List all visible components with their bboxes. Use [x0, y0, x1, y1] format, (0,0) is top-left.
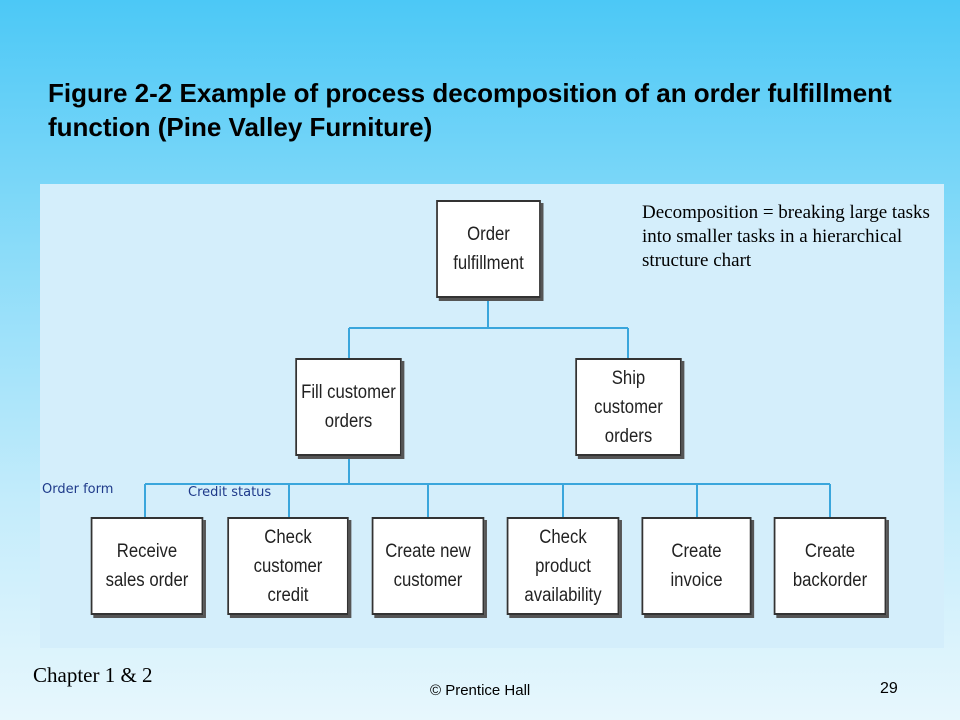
- box-fill-customer-orders: Fill customer orders: [295, 358, 402, 456]
- box-order-fulfillment: Order fulfillment: [436, 200, 541, 298]
- page-number: 29: [880, 680, 898, 697]
- box-order-fulfillment-label: Order fulfillment: [453, 224, 524, 274]
- box-ship-customer-orders: Ship customer orders: [575, 358, 682, 456]
- box-check-product-availability-label: Check product availability: [524, 526, 602, 606]
- box-create-new-customer: Create new customer: [371, 517, 485, 615]
- decomposition-note: Decomposition = breaking large tasks int…: [642, 202, 930, 271]
- box-ship-customer-orders-label: Ship customer orders: [594, 367, 663, 447]
- box-receive-sales-order: Receive sales order: [90, 517, 204, 615]
- box-check-customer-credit: Check customer credit: [227, 517, 349, 615]
- slide-title: Figure 2-2 Example of process decomposit…: [48, 78, 892, 142]
- box-create-backorder-label: Create backorder: [792, 541, 868, 591]
- box-check-product-availability: Check product availability: [506, 517, 620, 615]
- flow-label-order-form: Order form: [42, 482, 114, 497]
- flow-label-credit-status: Credit status: [188, 485, 272, 500]
- box-check-customer-credit-label: Check customer credit: [253, 526, 323, 606]
- copyright-footer: © Prentice Hall: [430, 682, 531, 699]
- box-fill-customer-orders-label: Fill customer orders: [301, 382, 396, 432]
- box-create-invoice-label: Create invoice: [670, 541, 723, 591]
- box-create-invoice: Create invoice: [641, 517, 752, 615]
- chapter-footer: Chapter 1 & 2: [33, 663, 153, 687]
- box-create-backorder: Create backorder: [773, 517, 887, 615]
- box-receive-sales-order-label: Receive sales order: [105, 541, 189, 591]
- box-create-new-customer-label: Create new customer: [385, 541, 471, 591]
